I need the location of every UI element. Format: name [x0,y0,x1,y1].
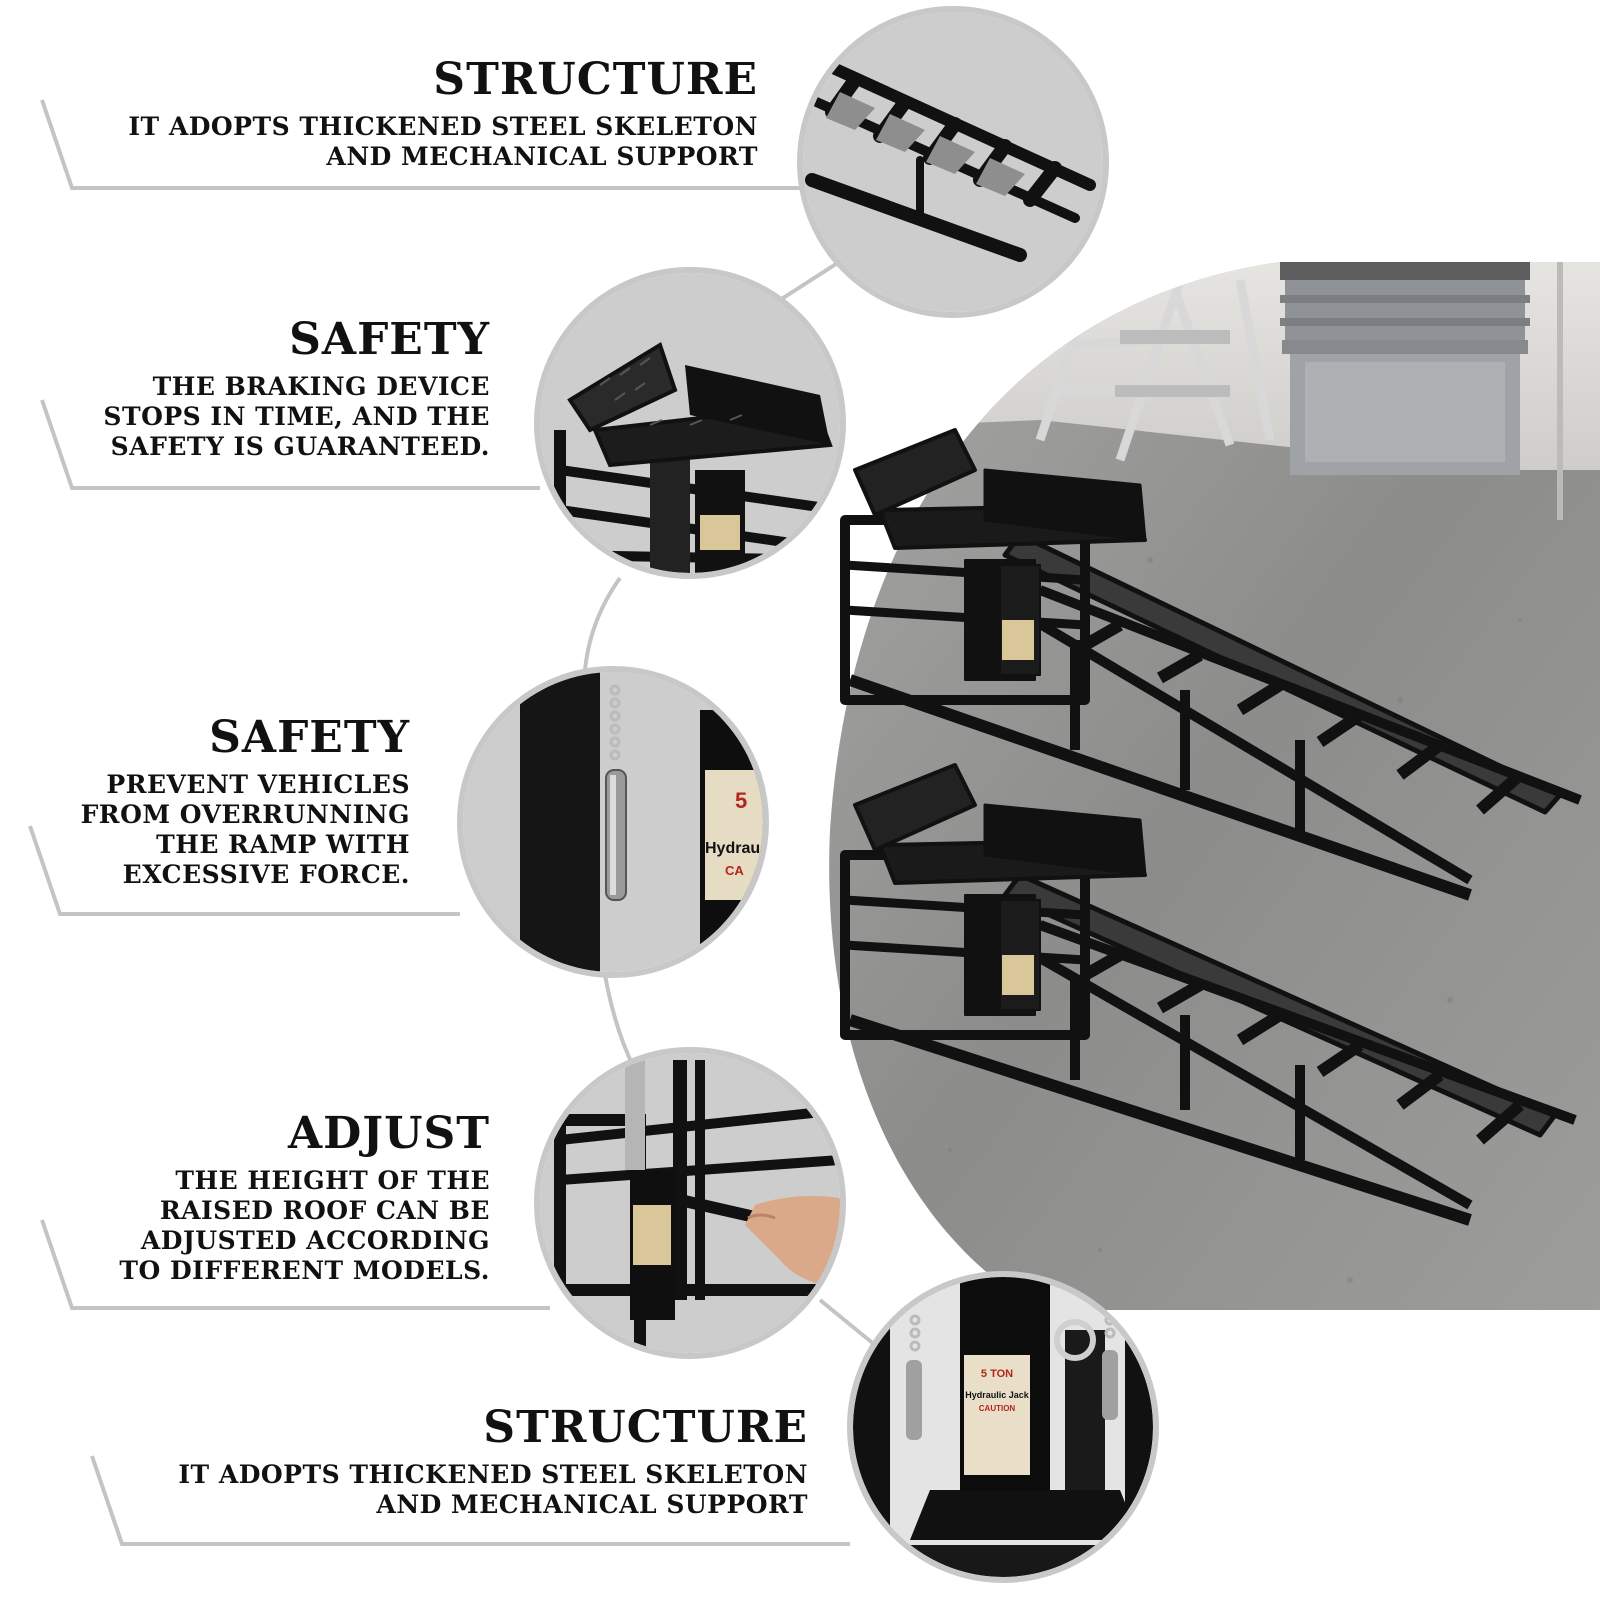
desc-line: AND MECHANICAL SUPPORT [376,1490,808,1519]
desc-line: PREVENT VEHICLES [106,770,410,799]
desc-line: RAISED ROOF CAN BE [159,1196,490,1225]
desc-line: FROM OVERRUNNING [80,800,410,829]
desc-line: AND MECHANICAL SUPPORT [326,142,758,171]
desc-line: STOPS IN TIME, AND THE [103,402,490,431]
desc-line: EXCESSIVE FORCE. [122,860,410,889]
desc-line: ADJUSTED ACCORDING [140,1226,490,1255]
desc-line: IT ADOPTS THICKENED STEEL SKELETON [128,112,758,141]
feature-title-structure-top: STRUCTURE [433,54,758,105]
jack-capacity: 5 TON [980,1368,1014,1380]
feature-title-safety-braking: SAFETY [289,314,490,365]
feature-desc-adjust: THE HEIGHT OF THE RAISED ROOF CAN BE ADJ… [119,1166,490,1286]
feature-desc-structure-bottom: IT ADOPTS THICKENED STEEL SKELETON AND M… [178,1460,808,1520]
feature-title-structure-bottom: STRUCTURE [483,1402,808,1453]
jack-warning: CAUTION [978,1404,1016,1413]
jack-label: 5 TON Hydraulic Jack CAUTION [964,1360,1030,1413]
desc-line: IT ADOPTS THICKENED STEEL SKELETON [178,1460,808,1489]
feature-title-adjust: ADJUST [287,1108,490,1159]
desc-line: THE BRAKING DEVICE [152,372,490,401]
desc-line: THE RAMP WITH [156,830,410,859]
jack-name: Hydraulic Jack [965,1390,1029,1400]
desc-line: THE HEIGHT OF THE [175,1166,490,1195]
feature-desc-structure-top: IT ADOPTS THICKENED STEEL SKELETON AND M… [128,112,758,172]
desc-line: TO DIFFERENT MODELS. [119,1256,490,1285]
feature-desc-safety-overrun: PREVENT VEHICLES FROM OVERRUNNING THE RA… [81,770,410,890]
feature-title-safety-overrun: SAFETY [209,712,410,763]
desc-line: SAFETY IS GUARANTEED. [110,432,490,461]
feature-desc-safety-braking: THE BRAKING DEVICE STOPS IN TIME, AND TH… [103,372,490,462]
